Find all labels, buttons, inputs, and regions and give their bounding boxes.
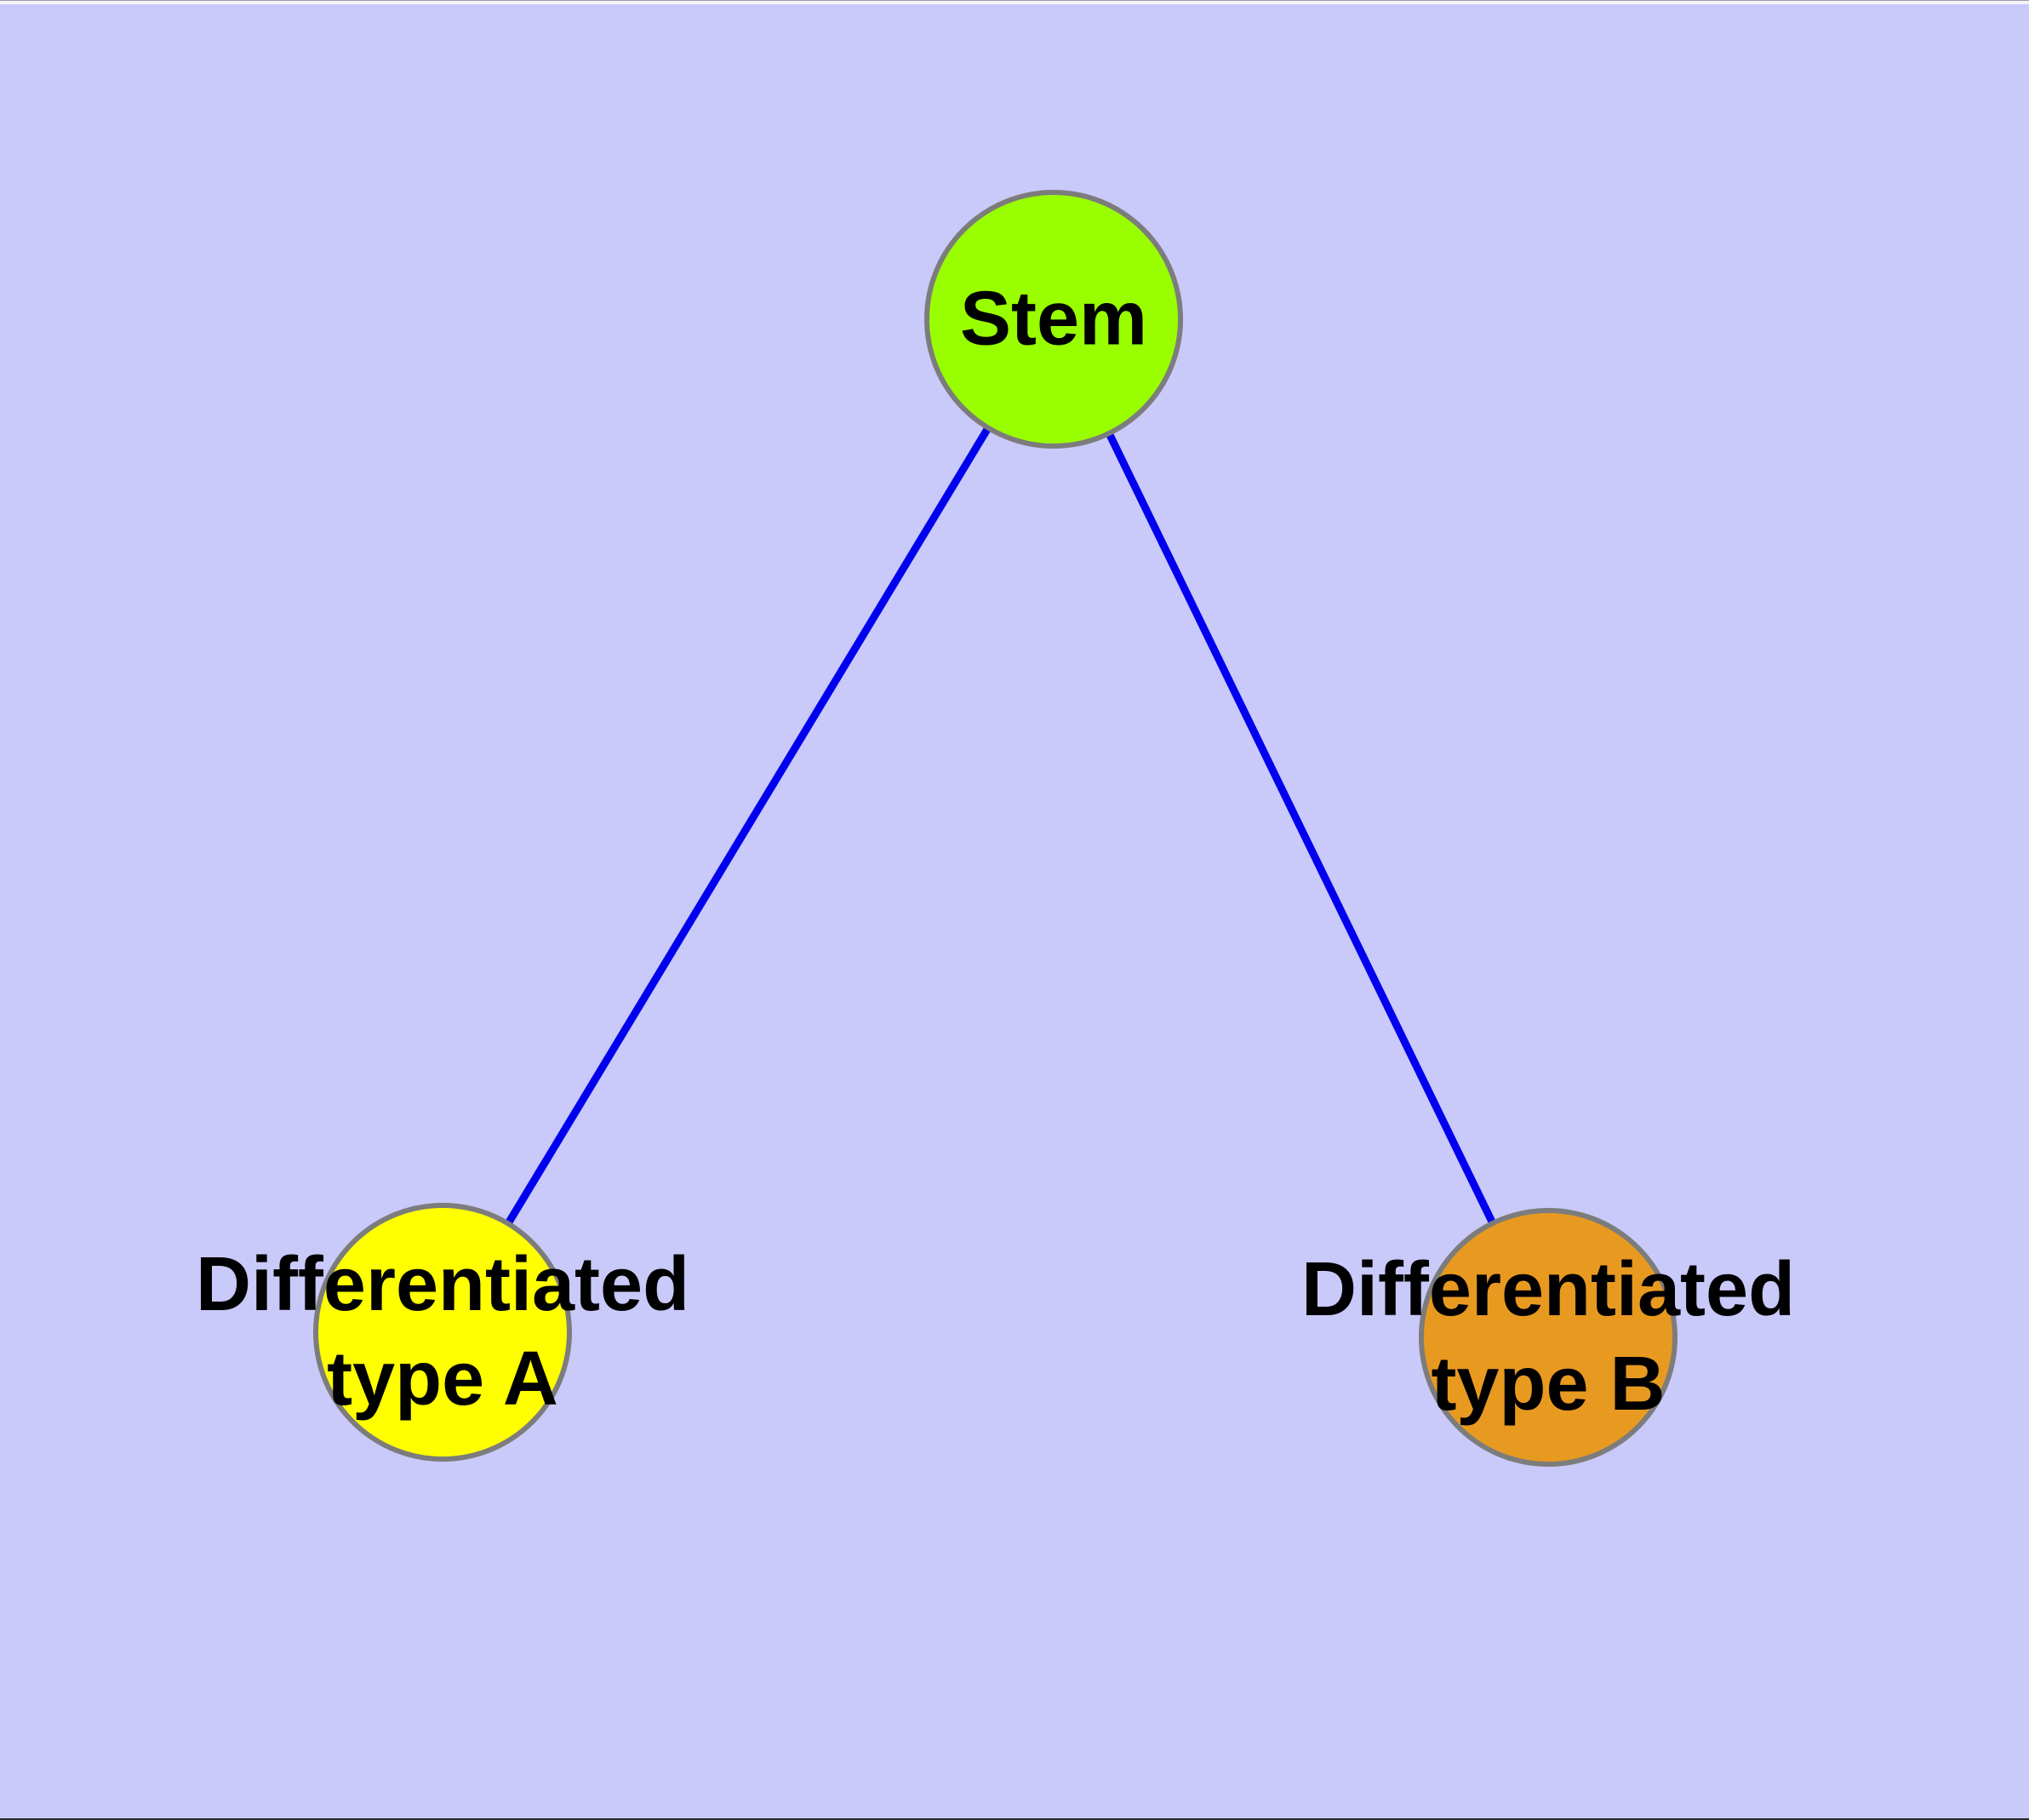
window-bottom-edge xyxy=(0,1818,2029,1820)
node-stem xyxy=(924,190,1183,449)
node-differentiated-type-b-label: Differentiated type B xyxy=(1301,1243,1795,1432)
edge-stem-diff-a xyxy=(439,317,1057,1335)
node-differentiated-type-b xyxy=(1419,1208,1677,1467)
label-line: type A xyxy=(327,1336,558,1422)
window-top-edge xyxy=(0,1,2029,4)
node-differentiated-type-a-label: Differentiated type A xyxy=(196,1238,689,1427)
label-line: type B xyxy=(1431,1342,1666,1427)
window-top-border xyxy=(0,0,2029,1)
node-stem-label: Stem xyxy=(960,272,1147,367)
edge-stem-diff-b xyxy=(1049,318,1552,1339)
node-differentiated-type-a xyxy=(313,1203,572,1462)
label-line: Differentiated xyxy=(195,1242,690,1327)
label-line: Stem xyxy=(959,276,1148,362)
label-line: Differentiated xyxy=(1300,1247,1796,1332)
